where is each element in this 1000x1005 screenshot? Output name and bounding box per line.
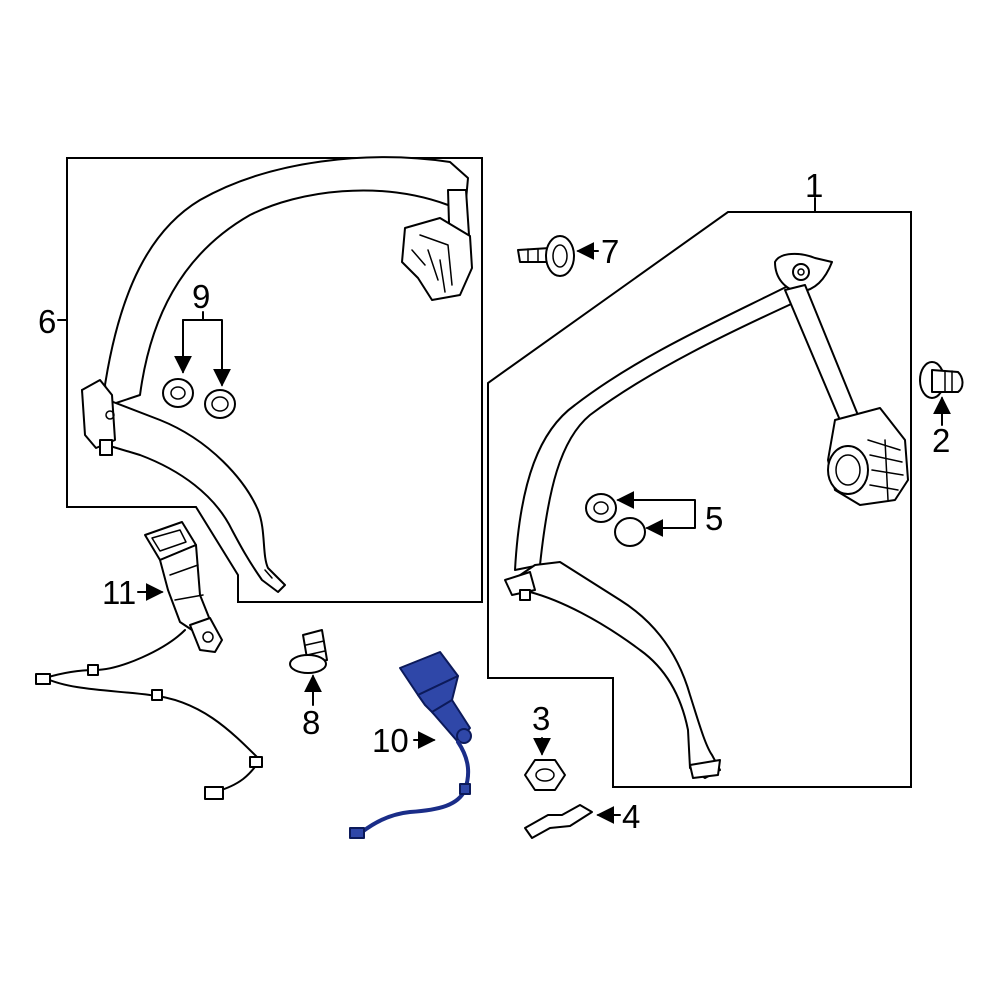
callout-8-label: 8 [302, 704, 320, 741]
bolt-7[interactable] [517, 235, 575, 277]
buckle-assembly-11[interactable] [35, 521, 263, 800]
callout-5-leader [616, 491, 696, 519]
callout-9-leader [182, 311, 222, 385]
callout-7-label: 7 [601, 233, 619, 270]
callout-11-label: 11 [102, 574, 136, 611]
nut-3[interactable] [524, 759, 566, 791]
bolt-8[interactable] [289, 629, 328, 674]
group-6-frame [66, 157, 483, 603]
anchor-bolt-2[interactable] [919, 361, 964, 399]
rear-belt-assembly[interactable] [81, 156, 473, 593]
callout-3-label: 3 [532, 700, 550, 737]
callout-9-label: 9 [192, 278, 210, 315]
callout-5-label: 5 [705, 500, 723, 537]
callout-6-label: 6 [38, 303, 56, 340]
callout-10-label: 10 [372, 722, 409, 759]
buckle-assembly-10-highlighted[interactable] [349, 651, 472, 839]
grommet-pair-9[interactable] [162, 378, 236, 419]
callout-4-label: 4 [622, 798, 640, 835]
callout-2-label: 2 [932, 422, 950, 459]
plate-4[interactable] [524, 804, 593, 839]
front-belt-assembly[interactable] [504, 252, 909, 779]
callout-1-label: 1 [805, 167, 823, 204]
group-1-frame [487, 211, 912, 788]
grommet-pair-5[interactable] [585, 493, 646, 547]
